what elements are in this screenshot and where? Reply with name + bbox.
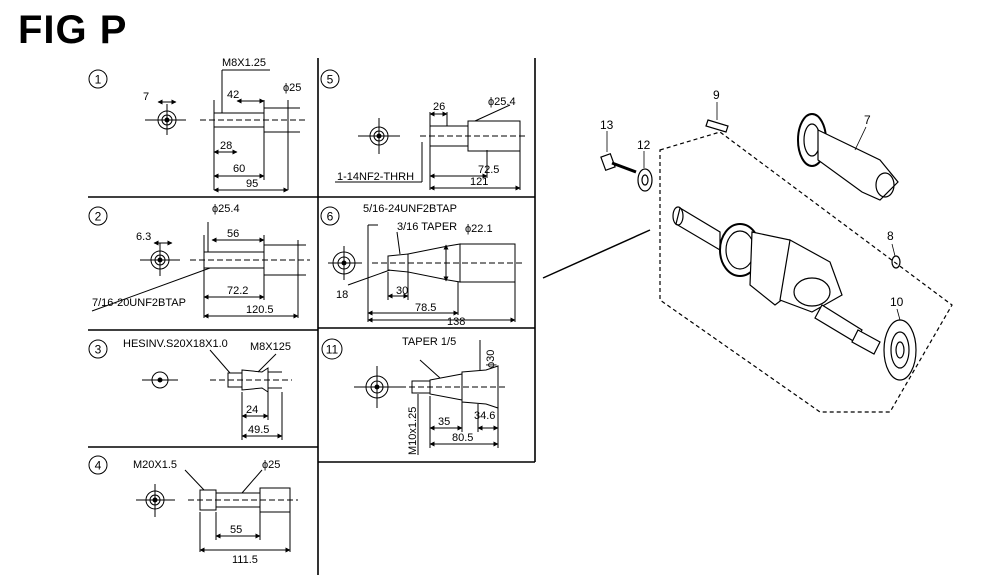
dim-value: 30 <box>396 285 408 297</box>
panel-number-5: 5 <box>320 69 340 89</box>
panel-4: 4 M20X1.5 ϕ25 55 111.5 <box>88 455 298 566</box>
dim-diameter: ϕ25 <box>262 459 280 471</box>
callout-label: 13 <box>600 118 614 132</box>
dim-thread: HESINV.S20X18X1.0 <box>123 338 228 350</box>
shaft-end-view <box>145 104 186 135</box>
svg-text:1: 1 <box>95 73 102 87</box>
shaft-end-view <box>136 484 175 517</box>
dim-value: 120.5 <box>246 304 274 316</box>
dim-value: 6.3 <box>136 231 151 243</box>
shaft-side-view <box>209 349 292 440</box>
callout-label: 12 <box>637 138 651 152</box>
dim-value: 121 <box>470 176 488 188</box>
dim-value: 80.5 <box>452 432 473 444</box>
shaft-end-view <box>140 243 180 276</box>
dim-thread: M10x1.25 <box>407 407 419 455</box>
callout-label: 7 <box>864 113 871 127</box>
dim-value: 111.5 <box>232 554 258 566</box>
dim-value: 56 <box>227 228 239 240</box>
dim-value: 18 <box>336 289 348 301</box>
shaft-end-view <box>358 118 400 154</box>
dim-value: 95 <box>246 178 258 190</box>
dim-thread: M8X125 <box>250 341 291 353</box>
shaft-side-view <box>184 469 298 553</box>
figure-title: FIG P <box>18 8 128 52</box>
svg-text:11: 11 <box>326 343 339 357</box>
shaft-side-view <box>157 69 306 193</box>
dim-thread: M8X1.25 <box>222 57 266 69</box>
dim-diameter: ϕ25.4 <box>488 96 516 108</box>
dim-diameter: ϕ22.1 <box>465 223 493 235</box>
dim-value: 60 <box>233 163 245 175</box>
dim-diameter: ϕ30 <box>485 350 497 368</box>
svg-text:6: 6 <box>327 210 334 224</box>
panel-5: 5 26 ϕ25.4 72.5 121 1-14NF2-THRH <box>320 69 528 191</box>
dim-taper: 3/16 TAPER <box>397 221 457 233</box>
shaft-side-view <box>400 340 506 455</box>
shaft-side-view <box>91 222 310 319</box>
panel-2: 2 ϕ25.4 6.3 56 72.2 120.5 7/16-20UNF2BTA… <box>88 203 310 319</box>
panel-number-2: 2 <box>88 206 108 226</box>
dim-value: 24 <box>246 404 258 416</box>
svg-text:5: 5 <box>327 73 334 87</box>
dim-diameter: ϕ25 <box>283 82 301 94</box>
pin <box>891 255 901 269</box>
dim-taper: TAPER 1/5 <box>402 336 456 348</box>
dim-value: 34.6 <box>474 410 495 422</box>
dim-value: 26 <box>433 101 445 113</box>
panel-number-6: 6 <box>320 206 340 226</box>
bolt <box>600 152 637 174</box>
callouts: 13 12 9 7 8 10 <box>600 88 904 309</box>
dim-value: 7 <box>143 91 149 103</box>
panel-3: 3 HESINV.S20X18X1.0 M8X125 24 49.5 <box>88 338 292 440</box>
crankshaft <box>672 206 881 355</box>
panel-number-11: 11 <box>321 338 343 360</box>
dim-value: 49.5 <box>248 424 269 436</box>
panel-number-4: 4 <box>88 455 108 475</box>
shaft-end-view <box>142 371 178 389</box>
dim-value: 42 <box>227 89 239 101</box>
camshaft-gear <box>797 113 899 201</box>
dim-value: 72.5 <box>478 164 499 176</box>
callout-label: 10 <box>890 295 904 309</box>
leader-line <box>542 229 651 279</box>
dim-thread: 1-14NF2-THRH <box>337 171 414 183</box>
dim-thread: M20X1.5 <box>133 459 177 471</box>
dim-value: 138 <box>447 316 465 328</box>
woodruff-key <box>705 119 729 133</box>
shaft-side-view <box>347 224 525 323</box>
washer <box>637 168 653 192</box>
assembly-view <box>542 102 953 413</box>
shaft-end-view <box>328 246 362 280</box>
bearing <box>883 319 917 381</box>
dim-value: 72.2 <box>227 285 248 297</box>
svg-text:4: 4 <box>95 459 102 473</box>
panel-11: 11 TAPER 1/5 ϕ30 M10x1.25 35 34.6 80.5 <box>321 336 506 455</box>
dim-value: 55 <box>230 524 242 536</box>
dim-diameter: ϕ25.4 <box>212 203 240 215</box>
callout-label: 9 <box>713 88 720 102</box>
shaft-end-view <box>354 366 400 408</box>
dim-value: 35 <box>438 416 450 428</box>
svg-text:3: 3 <box>95 343 102 357</box>
dim-value: 78.5 <box>415 302 436 314</box>
dim-value: 28 <box>220 140 232 152</box>
panel-6: 6 5/16-24UNF2BTAP 3/16 TAPER ϕ22.1 18 30 <box>320 203 525 328</box>
svg-text:2: 2 <box>95 210 102 224</box>
panel-number-1: 1 <box>88 69 108 89</box>
panel-number-3: 3 <box>88 339 108 359</box>
dim-thread: 5/16-24UNF2BTAP <box>363 203 457 215</box>
shaft-side-view <box>335 104 528 191</box>
panel-grid <box>88 58 536 575</box>
panel-1: 1 M8X1.25 7 42 ϕ25 28 60 95 <box>88 57 306 193</box>
callout-label: 8 <box>887 229 894 243</box>
dim-thread: 7/16-20UNF2BTAP <box>92 297 186 309</box>
